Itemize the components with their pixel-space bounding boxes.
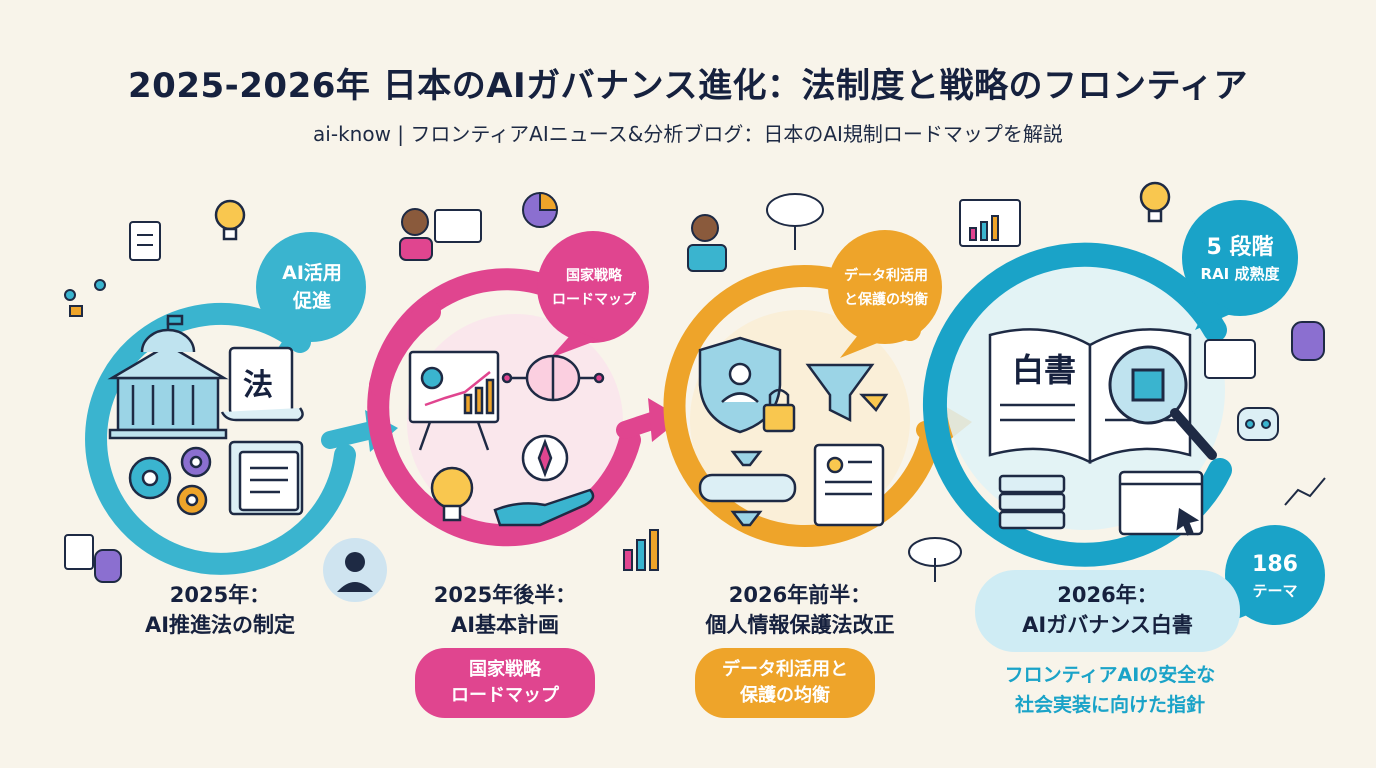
shield-user-icon [698,336,782,434]
pill-line: ロードマップ [451,685,559,706]
stage-title-line: 2025年： [169,583,271,607]
filter-funnel-icon [805,363,889,423]
presentation-board-icon [408,350,500,451]
government-building-icon [107,314,229,440]
document-icon [228,440,304,516]
stage-title-line: AI基本計画 [450,613,560,637]
user-avatar-icon [687,214,727,272]
pill-line: 保護の均衡 [740,685,830,706]
compass-hand-icon [493,434,595,527]
law-scroll-icon [220,346,304,422]
robot-icon [1237,407,1279,441]
stat-value: 5 段階 [1206,235,1274,260]
database-icon [94,549,122,583]
stage-3-title: 2026年前半： 個人情報保護法改正 [660,580,940,640]
lock-icon [762,388,796,433]
white-paper-label: 白書 [1012,351,1077,389]
lightbulb-icon [214,199,246,241]
stage-4-title: 2026年： AIガバナンス白書 [975,580,1240,640]
bar-chart-icon [623,529,659,571]
bubble-line: と保護の均衡 [844,292,928,308]
stage-4-title-bg [975,570,1240,652]
magnifier-chip-icon [1108,345,1217,460]
bubble-line: データ利活用 [844,268,928,284]
bubble-line: 促進 [292,290,331,312]
bubble-line: AI活用 [282,262,342,284]
bubble-line: ロードマップ [552,292,636,308]
caption-line: 社会実装に向けた指針 [1014,694,1205,716]
bar-chart-window-icon [959,199,1021,247]
stage-3-bubble-text: データ利活用 と保護の均衡 [830,258,942,318]
user-avatar-icon [323,538,387,602]
stage-2-bubble [537,231,649,358]
pie-chart-icon [522,191,559,228]
page-subtitle: ai-know | フロンティアAIニュース&分析ブログ：日本のAI規制ロードマ… [313,122,1063,146]
stat-themes-text: 186 テーマ [1228,545,1322,607]
stage-title-line: 2026年前半： [728,583,872,607]
stage-2-title: 2025年後半： AI基本計画 [385,580,625,640]
law-label: 法 [243,368,273,403]
stat-rai-text: 5 段階 RAI 成熟度 [1182,228,1298,290]
stat-label: テーマ [1252,582,1298,600]
brain-network-icon [501,354,605,402]
stage-title-line: 2025年後半： [433,583,577,607]
cloud-network-icon [766,193,824,250]
line-chart-icon [1284,477,1326,506]
data-pipe-icon [698,450,797,527]
stat-label: RAI 成熟度 [1200,265,1280,283]
pill-line: 国家戦略 [469,659,541,680]
stat-bubble-rai [1182,200,1298,330]
caption-line: フロンティアAIの安全な [1004,664,1216,686]
user-avatar-icon [399,208,482,261]
database-icon [1291,321,1325,361]
bubble-line: 国家戦略 [566,268,622,284]
server-rack-icon [998,474,1066,530]
stage-title-line: AI推進法の制定 [144,613,296,637]
cloud-download-icon [908,537,962,582]
stat-value: 186 [1252,552,1298,577]
stage-3-pill: データ利活用と 保護の均衡 [695,648,875,718]
stage-title-line: 個人情報保護法改正 [705,613,895,637]
gears-icon [128,446,212,516]
contract-document-icon [813,443,885,527]
network-nodes-icon [64,279,106,317]
stage-2-bubble-text: 国家戦略 ロードマップ [540,258,648,318]
stage-title-line: 2026年： [1057,583,1158,607]
stage-2-pill: 国家戦略 ロードマップ [415,648,595,718]
stage-1-bubble-text: AI活用 促進 [262,252,362,322]
stage-3-bubble [828,230,942,358]
lightbulb-icon [430,466,474,522]
chat-window-icon [1204,339,1256,379]
spreadsheet-icon [129,221,161,261]
stage-title-line: AIガバナンス白書 [1022,613,1193,637]
pill-line: データ利活用と [722,659,848,680]
stage-4-caption: フロンティアAIの安全な 社会実装に向けた指針 [960,660,1260,720]
checklist-icon [64,534,94,570]
page-title: 2025-2026年 日本のAIガバナンス進化：法制度と戦略のフロンティア [128,66,1248,106]
lightbulb-icon [1139,181,1171,223]
stage-1-title: 2025年： AI推進法の制定 [100,580,340,640]
code-window-icon [1118,470,1204,536]
